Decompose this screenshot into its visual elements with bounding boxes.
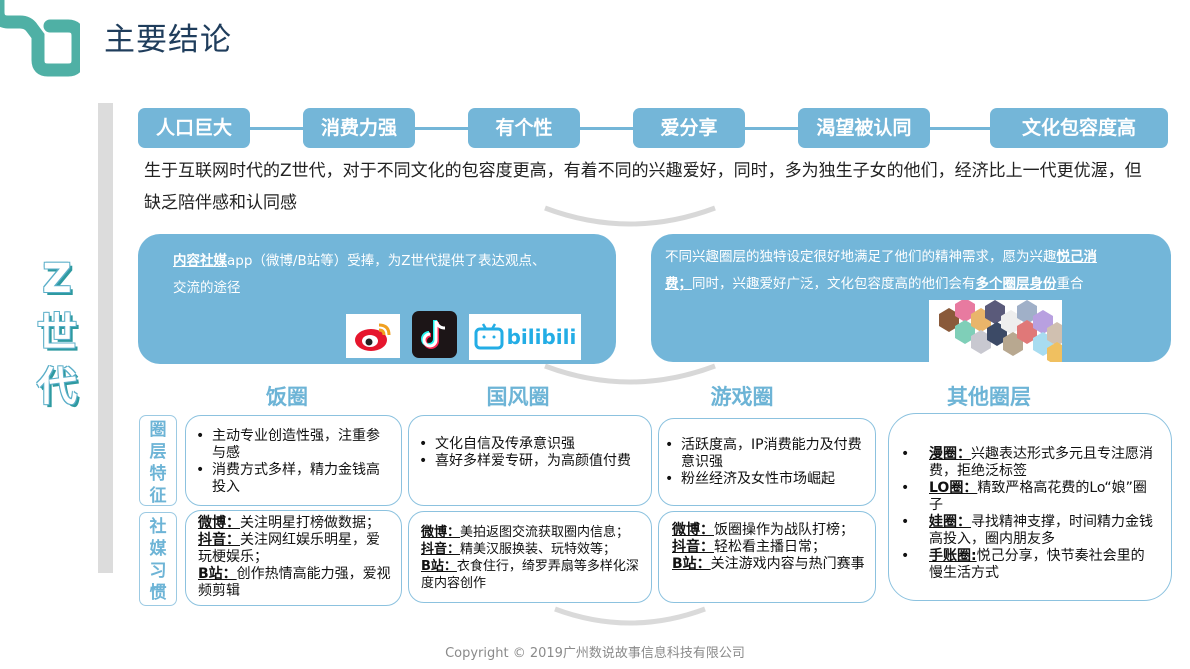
trait-spending: 消费力强 bbox=[303, 108, 415, 148]
social-media-text: 内容社媒app（微博/B站等）受捧，为Z世代提供了表达观点、 交流的途径 bbox=[173, 248, 593, 302]
platform-douyin: 抖音： bbox=[672, 539, 714, 555]
intro-line-2: 缺乏陪伴感和认同感 bbox=[144, 193, 297, 213]
interest-circles-text: 不同兴趣圈层的独特设定很好地满足了他们的精神需求，愿为兴趣悦己消 费；同时，兴趣… bbox=[665, 244, 1160, 298]
chevron-down-icon bbox=[554, 606, 706, 626]
shi-char: 世 bbox=[37, 310, 77, 356]
panel-text: app（微博/B站等）受捧，为Z世代提供了表达观点、 bbox=[227, 253, 546, 269]
item-key: LO圈： bbox=[929, 480, 978, 496]
trait-inclusiveness: 文化包容度高 bbox=[990, 108, 1168, 148]
social-item: 微博：美拍返图交流获取圈内信息； bbox=[421, 524, 643, 541]
platform-weibo: 微博： bbox=[421, 525, 461, 540]
social-item: 微博：饭圈操作为战队打榜； bbox=[672, 522, 867, 539]
row-label-social-text: 社媒习惯 bbox=[149, 517, 167, 603]
feature-item: 活跃度高，IP消费能力及付费意识强 bbox=[659, 437, 869, 471]
z-char: Z bbox=[42, 256, 72, 302]
intro-line-1: 生于互联网时代的Z世代，对于不同文化的包容度更高，有着不同的兴趣爱好，同时，多为… bbox=[144, 161, 1142, 181]
platform-bilibili: B站： bbox=[198, 566, 237, 582]
social-text: 关注明星打榜做数据； bbox=[240, 515, 380, 531]
bilibili-wordmark: bilibili bbox=[506, 325, 577, 349]
item-key: 漫圈： bbox=[929, 446, 971, 462]
panel-text-2: 同时，兴趣爱好广泛，文化包容度高的他们会有 bbox=[692, 276, 976, 292]
social-item: 微博：关注明星打榜做数据； bbox=[198, 515, 393, 532]
platform-weibo: 微博： bbox=[672, 522, 714, 538]
social-item: 抖音：关注网红娱乐明星，爱玩梗娱乐； bbox=[198, 532, 393, 566]
item-key: 娃圈： bbox=[929, 514, 971, 530]
circle-title-fan: 饭圈 bbox=[266, 385, 308, 409]
other-item-lolita: LO圈：精致严格高花费的Lo“娘”圈子 bbox=[895, 480, 1155, 514]
highlight-content-social: 内容社媒 bbox=[173, 253, 227, 269]
trait-recognition: 渴望被认同 bbox=[798, 108, 930, 148]
item-text: 精致严格高花费的Lo“娘”圈子 bbox=[929, 480, 1147, 513]
page-title: 主要结论 bbox=[104, 22, 232, 58]
panel-text: 不同兴趣圈层的独特设定很好地满足了他们的精神需求，愿为兴趣 bbox=[665, 249, 1057, 265]
logo-icon bbox=[0, 0, 80, 77]
row-label-features: 圈层特征 bbox=[139, 415, 177, 506]
chevron-down-icon bbox=[544, 363, 716, 385]
social-text: 衣食住行，绮罗弄扇等多样化深度内容创作 bbox=[421, 559, 639, 591]
social-text: 饭圈操作为战队打榜； bbox=[714, 522, 854, 538]
highlight-self-pleasing: 悦己消 bbox=[1056, 249, 1098, 265]
platform-weibo: 微博： bbox=[198, 515, 240, 531]
fan-social-card: 微博：关注明星打榜做数据； 抖音：关注网红娱乐明星，爱玩梗娱乐； B站：创作热情… bbox=[185, 510, 402, 606]
social-item: B站：创作热情高能力强，爱视频剪辑 bbox=[198, 566, 393, 600]
panel-text-2: 交流的途径 bbox=[173, 280, 241, 296]
other-item-journal: 手账圈:悦己分享，快节奏社会里的慢生活方式 bbox=[895, 548, 1155, 582]
fan-features-card: 主动专业创造性强，注重参与感 消费方式多样，精力金钱高投入 bbox=[185, 415, 402, 506]
social-item: 抖音：精美汉服换装、玩特效等； bbox=[421, 541, 643, 558]
other-circles-card: 漫圈：兴趣表达形式多元且专注愿消费，拒绝泛标签 LO圈：精致严格高花费的Lo“娘… bbox=[888, 413, 1172, 601]
guofeng-features-card: 文化自信及传承意识强 喜好多样爱专研，为高颜值付费 bbox=[408, 415, 652, 506]
feature-item: 消费方式多样，精力金钱高投入 bbox=[190, 462, 393, 496]
social-text: 关注网红娱乐明星，爱玩梗娱乐； bbox=[198, 532, 380, 565]
z-generation-label: Z 世 代 bbox=[32, 252, 82, 414]
hexagon-collage-image bbox=[929, 300, 1062, 362]
circle-title-others: 其他圈层 bbox=[947, 385, 1031, 409]
social-text: 关注游戏内容与热门赛事 bbox=[710, 556, 865, 572]
panel-text-3: 重合 bbox=[1056, 276, 1084, 292]
trait-population: 人口巨大 bbox=[138, 108, 250, 148]
highlight-multiple-identities: 多个圈层身份 bbox=[975, 276, 1057, 292]
social-item: 抖音：轻松看主播日常； bbox=[672, 539, 867, 556]
dai-char: 代 bbox=[37, 364, 77, 410]
intro-text: 生于互联网时代的Z世代，对于不同文化的包容度更高，有着不同的兴趣爱好，同时，多为… bbox=[144, 155, 1174, 219]
social-media-panel: 内容社媒app（微博/B站等）受捧，为Z世代提供了表达观点、 交流的途径 bil… bbox=[138, 234, 616, 364]
highlight-consumption: 费； bbox=[665, 276, 692, 292]
traits-row: 人口巨大 消费力强 有个性 爱分享 渴望被认同 文化包容度高 bbox=[138, 108, 1168, 148]
trait-personality: 有个性 bbox=[468, 108, 580, 148]
social-text: 美拍返图交流获取圈内信息； bbox=[460, 525, 630, 540]
weibo-icon bbox=[346, 314, 400, 358]
chevron-down-icon bbox=[544, 205, 716, 227]
gaming-social-card: 微博：饭圈操作为战队打榜； 抖音：轻松看主播日常； B站：关注游戏内容与热门赛事 bbox=[658, 511, 876, 603]
item-key: 手账圈: bbox=[929, 548, 977, 564]
gaming-features-card: 活跃度高，IP消费能力及付费意识强 粉丝经济及女性市场崛起 bbox=[658, 418, 876, 506]
other-item-manga: 漫圈：兴趣表达形式多元且专注愿消费，拒绝泛标签 bbox=[895, 446, 1155, 480]
copyright-footer: Copyright © 2019广州数说故事信息科技有限公司 bbox=[445, 646, 745, 661]
row-label-features-text: 圈层特征 bbox=[149, 420, 167, 506]
feature-item: 主动专业创造性强，注重参与感 bbox=[190, 428, 393, 462]
feature-item: 粉丝经济及女性市场崛起 bbox=[659, 471, 869, 488]
circle-title-guofeng: 国风圈 bbox=[486, 385, 550, 409]
side-divider bbox=[98, 103, 113, 573]
social-item: B站：衣食住行，绮罗弄扇等多样化深度内容创作 bbox=[421, 558, 643, 592]
circle-title-gaming: 游戏圈 bbox=[710, 385, 774, 409]
other-item-doll: 娃圈：寻找精神支撑，时间精力金钱高投入，圈内朋友多 bbox=[895, 514, 1155, 548]
platform-douyin: 抖音： bbox=[421, 542, 461, 557]
trait-sharing: 爱分享 bbox=[633, 108, 745, 148]
platform-douyin: 抖音： bbox=[198, 532, 240, 548]
social-text: 轻松看主播日常； bbox=[714, 539, 826, 555]
platform-bilibili: B站： bbox=[421, 559, 457, 574]
bilibili-icon: bilibili bbox=[469, 314, 581, 360]
interest-circles-panel: 不同兴趣圈层的独特设定很好地满足了他们的精神需求，愿为兴趣悦己消 费；同时，兴趣… bbox=[651, 234, 1171, 362]
feature-item: 喜好多样爱专研，为高颜值付费 bbox=[413, 453, 643, 470]
social-text: 创作热情高能力强，爱视频剪辑 bbox=[198, 566, 391, 599]
social-item: B站：关注游戏内容与热门赛事 bbox=[672, 556, 867, 573]
social-text: 精美汉服换装、玩特效等； bbox=[460, 542, 617, 557]
item-text: 寻找精神支撑，时间精力金钱高投入，圈内朋友多 bbox=[929, 514, 1153, 547]
item-text: 兴趣表达形式多元且专注愿消费，拒绝泛标签 bbox=[929, 446, 1153, 479]
douyin-icon bbox=[412, 311, 457, 358]
item-text: 悦己分享，快节奏社会里的慢生活方式 bbox=[929, 548, 1145, 581]
row-label-social: 社媒习惯 bbox=[139, 512, 177, 606]
guofeng-social-card: 微博：美拍返图交流获取圈内信息； 抖音：精美汉服换装、玩特效等； B站：衣食住行… bbox=[408, 511, 652, 603]
feature-item: 文化自信及传承意识强 bbox=[413, 436, 643, 453]
platform-bilibili: B站： bbox=[672, 556, 711, 572]
